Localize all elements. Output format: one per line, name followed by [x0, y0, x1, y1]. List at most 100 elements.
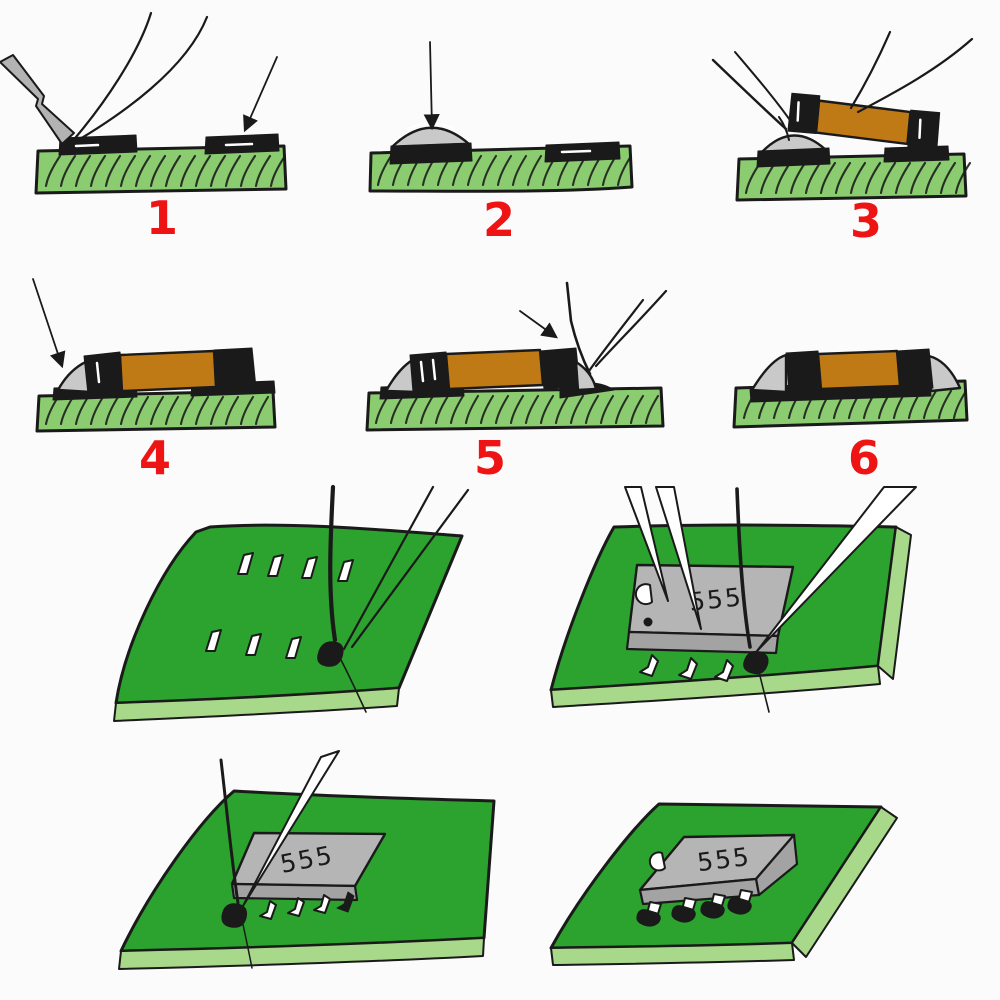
step-5-panel: 5: [365, 281, 668, 485]
resistor-end-cap: [539, 347, 581, 390]
cap-highlight: [796, 101, 800, 122]
resistor-body: [816, 349, 902, 391]
solder-wire: [735, 487, 752, 649]
resistor-end-cap: [213, 347, 257, 391]
resistor-body: [118, 349, 218, 393]
resistor-body: [814, 99, 912, 146]
cap-highlight: [95, 361, 101, 384]
pcb-tinning-panel: [113, 484, 470, 722]
cap-highlight: [918, 118, 922, 140]
smd-pad: [285, 636, 302, 659]
smd-pad: [301, 556, 318, 579]
pcb-board-top: [114, 523, 464, 705]
solder-pad: [756, 147, 831, 168]
pad-highlight: [224, 142, 254, 147]
arrow-pointer: [32, 278, 66, 369]
solder-wire: [74, 11, 153, 139]
board-hatching: [44, 154, 287, 188]
resistor-end-cap: [785, 350, 822, 393]
chip-placing-panel: 555: [549, 486, 917, 713]
chip-notch: [648, 851, 666, 872]
resistor-body: [444, 348, 545, 391]
board-hatching: [742, 389, 968, 420]
chip-pin: [714, 659, 734, 682]
chip-pin: [313, 894, 331, 914]
arrow-pointer: [243, 56, 278, 133]
chip-pin: [287, 897, 305, 917]
step-3-panel: 3: [711, 30, 974, 248]
pad-highlight: [74, 143, 100, 148]
finished-chip-panel: 555: [549, 802, 898, 966]
smd-pad: [205, 629, 222, 652]
solder-foot: [636, 909, 661, 927]
step-label: 6: [848, 431, 880, 485]
soldering-iron: [0, 54, 75, 145]
step-label: 5: [474, 431, 506, 485]
iron-tip-line: [756, 663, 770, 713]
solder-fillet: [750, 353, 788, 394]
step-label: 2: [483, 193, 515, 247]
soldering-iron: [594, 289, 668, 368]
soldering-iron: [756, 486, 917, 652]
chip-pin: [259, 900, 277, 920]
resistor-end-cap: [83, 351, 125, 395]
solder-fillet: [927, 354, 962, 393]
tweezers: [624, 486, 669, 602]
pcb-board-edge: [791, 806, 898, 958]
soldering-iron: [350, 488, 470, 649]
chip-soldering-panel: 555: [118, 750, 496, 970]
pcb-board-edge: [550, 942, 795, 966]
soldered-pins: [636, 889, 753, 927]
iron-tip-line: [339, 657, 367, 713]
smd-pad: [245, 633, 262, 656]
soldering-iron: [342, 485, 435, 651]
ic-chip-front: [625, 630, 780, 655]
chip-notch: [634, 583, 653, 606]
step-label: 3: [850, 194, 882, 248]
tweezers: [849, 30, 892, 110]
arrow-pointer: [519, 310, 558, 339]
soldering-iron: [242, 750, 340, 907]
cap-highlight: [419, 360, 425, 383]
pcb-board-edge: [550, 665, 881, 708]
arrow-pointer: [423, 41, 440, 131]
board-hatching: [44, 395, 270, 426]
resistor-end-cap: [907, 109, 941, 152]
solder-blob: [743, 651, 769, 675]
solder-pad: [389, 142, 473, 165]
pcb-board-edge: [877, 526, 912, 680]
board-hatching: [376, 154, 633, 187]
chip-pin-soldered: [336, 891, 355, 913]
smd-pad: [267, 554, 284, 577]
pcb-board-edge: [118, 937, 485, 970]
cap-highlight: [431, 358, 437, 381]
resistor-end-cap: [409, 351, 450, 393]
smd-pad: [237, 552, 254, 575]
iron-tip-line: [241, 919, 253, 969]
board-hatching: [374, 394, 660, 425]
solder-fillet: [574, 360, 598, 392]
pcb-board-edge: [113, 687, 400, 722]
soldering-iron: [587, 298, 645, 373]
solder-blob: [317, 641, 344, 667]
solder-wire: [219, 758, 240, 905]
tweezers: [655, 486, 702, 630]
soldering-iron: [734, 51, 793, 124]
step-label: 1: [146, 191, 178, 245]
chip-pin: [678, 657, 698, 680]
step-4-panel: 4: [32, 278, 277, 485]
resistor-end-cap: [896, 348, 934, 391]
solder-wire: [328, 484, 338, 643]
solder-foot: [671, 905, 696, 923]
chip-resistor: [787, 92, 941, 152]
chip-label: 555: [696, 842, 753, 877]
solder-wire: [778, 116, 790, 141]
step-label: 4: [139, 431, 171, 485]
pin1-dot: [643, 617, 653, 627]
tweezers: [856, 37, 974, 114]
solder-foot: [700, 901, 725, 919]
ic-chip-front: [638, 877, 761, 906]
chip-pin: [639, 654, 659, 677]
